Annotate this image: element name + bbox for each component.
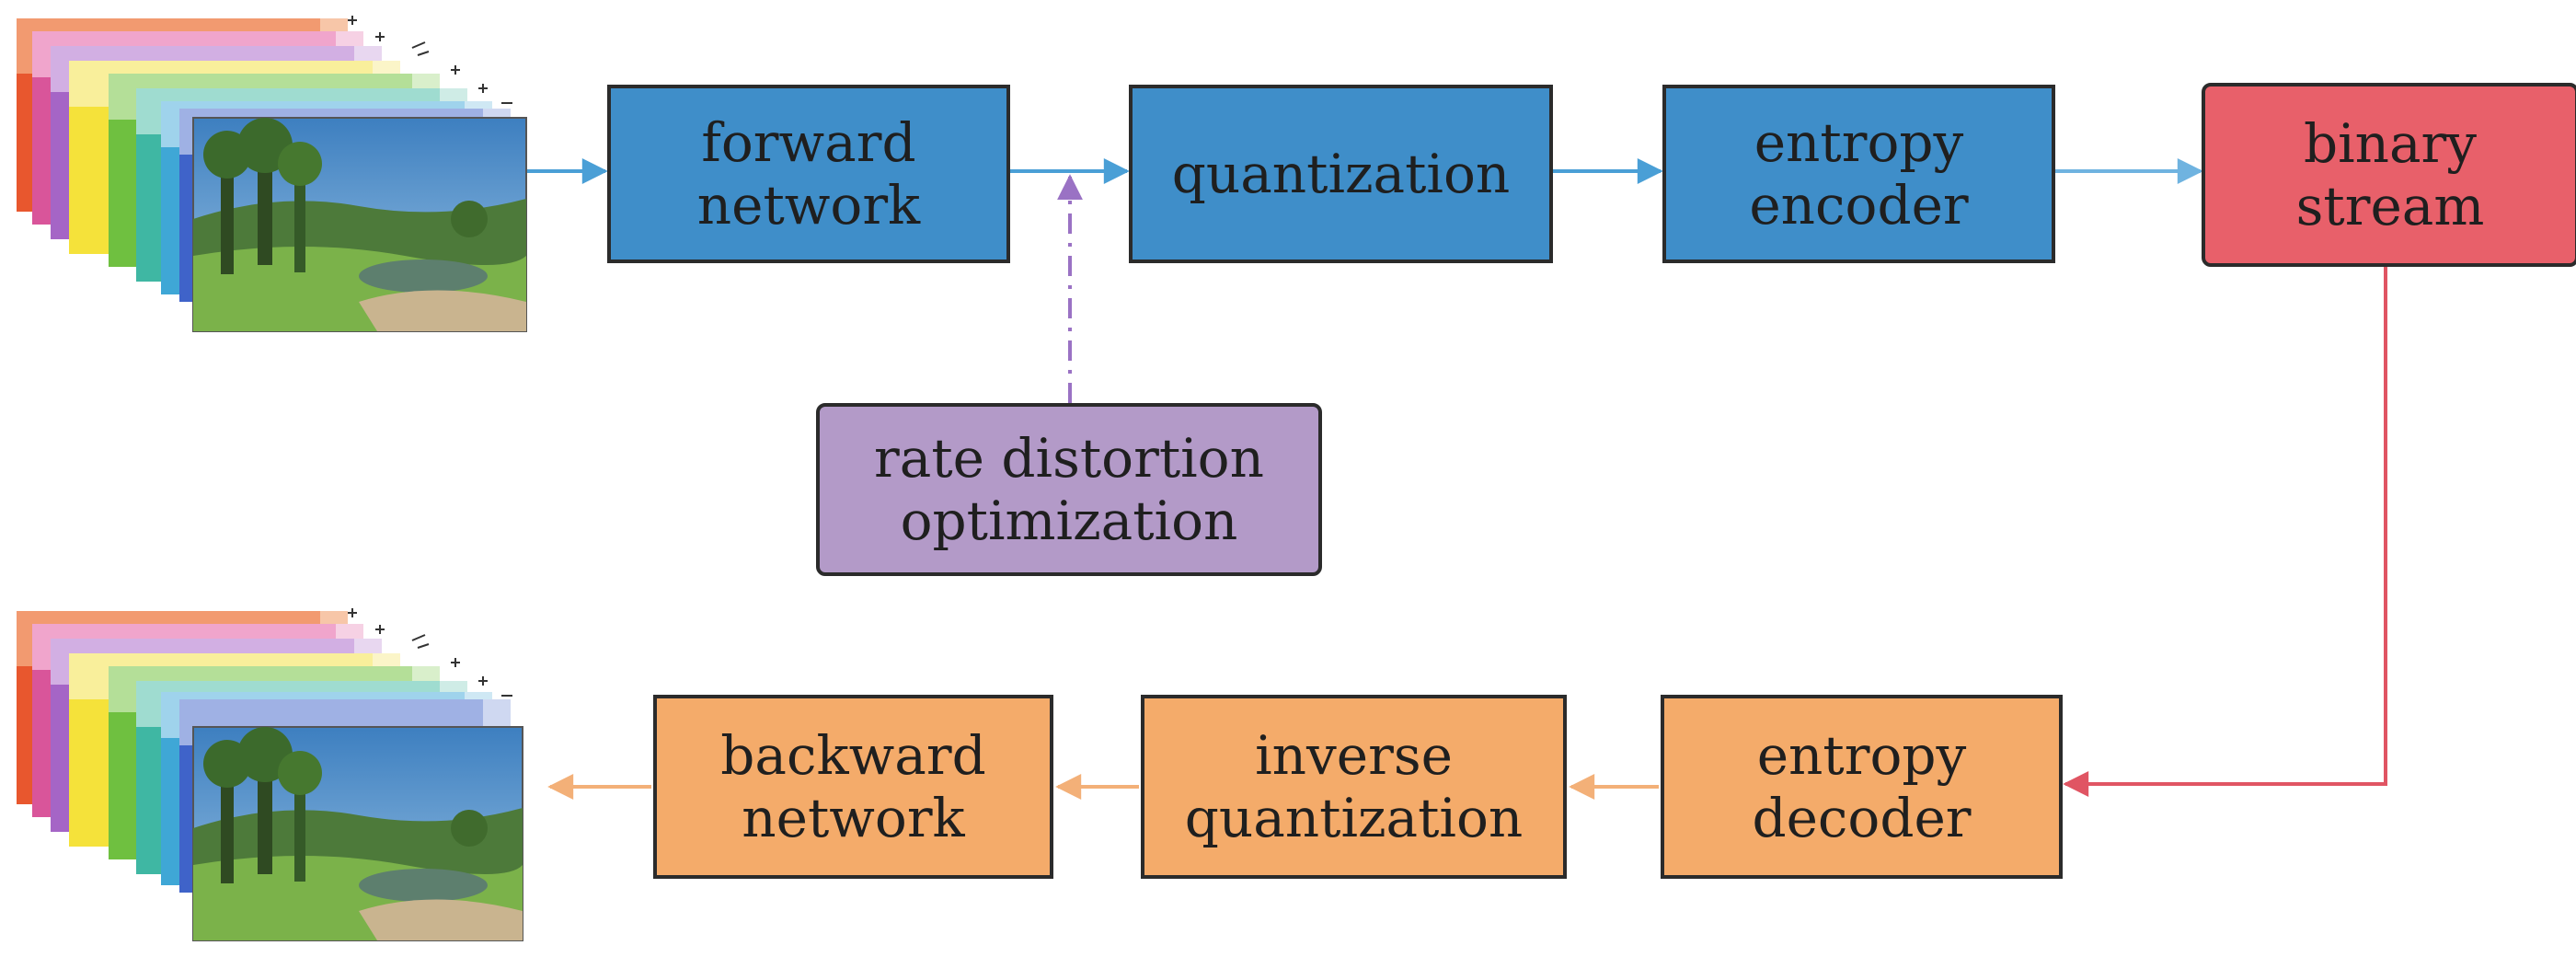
entropy-decoder-line1: entropy (1756, 724, 1967, 787)
entropy-encoder-box: entropy encoder (1662, 85, 2055, 263)
entropy-encoder-line1: entropy (1754, 111, 1964, 174)
inverse-quantization-line2: quantization (1184, 787, 1524, 849)
entropy-encoder-line2: encoder (1749, 174, 1969, 236)
inverse-quantization-line1: inverse (1255, 724, 1453, 787)
binary-stream-box: binary stream (2202, 83, 2576, 267)
forward-network-box: forward network (607, 85, 1010, 263)
front-photo (192, 726, 523, 941)
entropy-decoder-line2: decoder (1752, 787, 1972, 849)
forward-network-line2: network (696, 174, 921, 236)
entropy-decoder-box: entropy decoder (1661, 695, 2063, 879)
frame-tab-icons (348, 608, 512, 697)
reconstructed-image-stack (17, 608, 523, 941)
forward-network-line1: forward (701, 111, 916, 174)
backward-network-box: backward network (653, 695, 1053, 879)
binary-stream-line2: stream (2295, 175, 2485, 237)
binary-stream-line1: binary (2303, 112, 2478, 175)
arrow-stream-to-decoder (2063, 267, 2387, 797)
frame-tab-icons (348, 16, 512, 104)
backward-network-line1: backward (720, 724, 986, 787)
front-photo (192, 117, 527, 332)
inverse-quantization-box: inverse quantization (1141, 695, 1567, 879)
rdo-line1: rate distortion (874, 427, 1264, 490)
quantization-label: quantization (1171, 143, 1511, 205)
rate-distortion-optimization-box: rate distortion optimization (816, 403, 1322, 576)
quantization-box: quantization (1129, 85, 1553, 263)
rdo-line2: optimization (900, 490, 1238, 552)
input-image-stack (17, 16, 527, 332)
backward-network-line2: network (742, 787, 965, 849)
